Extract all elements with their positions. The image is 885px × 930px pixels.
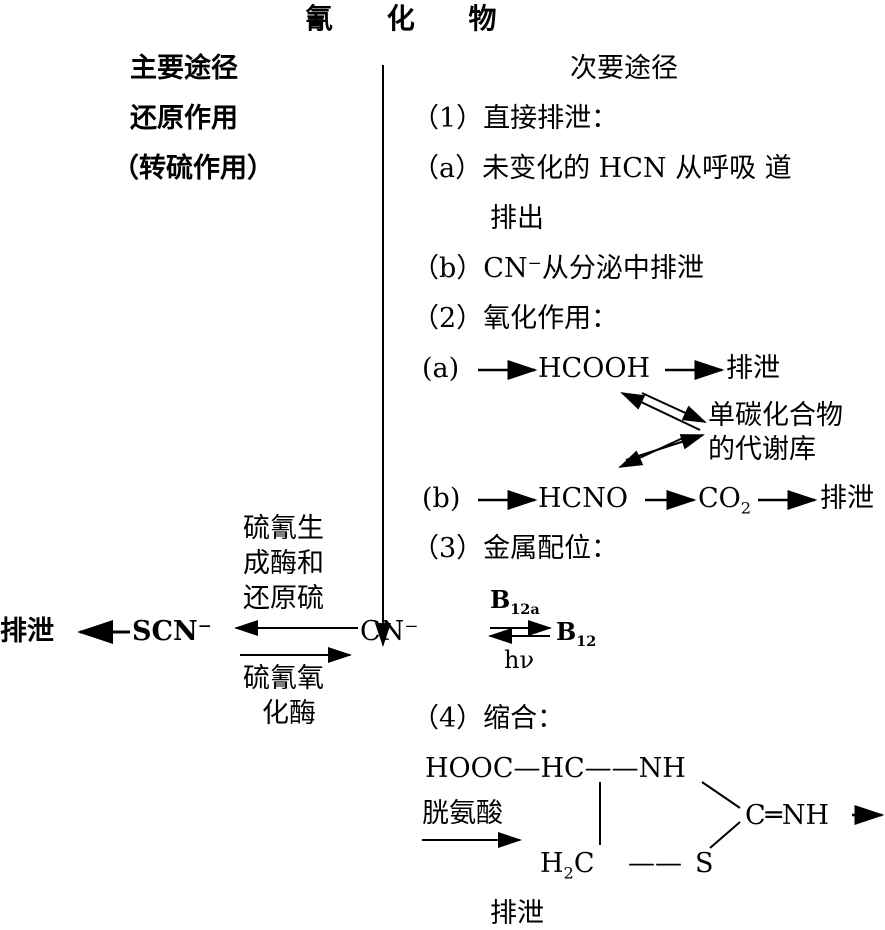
- co2-subscript: 2: [740, 498, 752, 518]
- nh-c-bond: [701, 781, 741, 809]
- hcooh-excrete: 排泄: [726, 353, 780, 384]
- step-2b-label: (b): [422, 483, 461, 514]
- b12a: B12a: [490, 588, 540, 617]
- hcooh-to-pool-arrow: [641, 392, 707, 423]
- h2c-s-bond: ——: [628, 848, 682, 879]
- pool-line2: 的代谢库: [708, 434, 816, 465]
- step-2a-label: (a): [422, 353, 460, 384]
- b12-subscript: 12: [576, 632, 597, 650]
- step-1: （1）直接排泄：: [412, 103, 619, 134]
- pool-to-hcooh-arrow: [620, 392, 701, 431]
- hooc-hc-nh: HOOC—HC——NH: [425, 753, 686, 784]
- h2c-subscript: 2: [563, 863, 574, 883]
- hv: hν: [504, 646, 535, 674]
- b12a-subscript: 12a: [510, 600, 540, 618]
- final-excrete: 排泄: [490, 898, 544, 929]
- enzyme-top-3: 还原硫: [243, 583, 324, 614]
- enzyme-top-2: 成酶和: [243, 548, 324, 579]
- co2: CO2: [698, 485, 751, 517]
- step-1a-cont: 排出: [490, 203, 544, 234]
- step-1b: （b）CN⁻从分泌中排泄: [412, 253, 704, 284]
- hcno: HCNO: [538, 483, 628, 514]
- b12-text: B: [556, 617, 577, 646]
- enzyme-bottom-2: 化酶: [262, 698, 316, 729]
- sulfur-atom: S: [695, 848, 714, 879]
- h2c-h: H: [540, 848, 564, 879]
- step-4: （4）缩合：: [412, 703, 565, 734]
- main-path-line1: 还原作用: [130, 103, 238, 134]
- title: 氰 化 物: [305, 2, 519, 35]
- scn-excrete: 排泄: [0, 616, 54, 647]
- h2c: H2C: [540, 850, 595, 882]
- c-nh: C═NH: [745, 800, 830, 831]
- h2c-c: C: [573, 848, 595, 879]
- cn: CN⁻: [360, 616, 419, 647]
- enzyme-bottom-1: 硫氰氧: [243, 663, 324, 694]
- main-path-line2: （转硫作用）: [112, 153, 274, 184]
- cystine: 胱氨酸: [422, 798, 503, 829]
- s-c-bond: [709, 821, 741, 849]
- step-2: （2）氧化作用：: [412, 303, 619, 334]
- main-path-heading: 主要途径: [130, 53, 238, 84]
- scn: SCN⁻: [132, 616, 212, 647]
- pool-to-hcno-arrow: [618, 436, 686, 468]
- b12a-text: B: [490, 585, 511, 614]
- b12: B12: [556, 620, 596, 649]
- step-1a: （a）未变化的 HCN 从呼吸 道: [412, 153, 792, 184]
- enzyme-top-1: 硫氰生: [243, 513, 324, 544]
- pool-line1: 单碳化合物: [708, 400, 843, 431]
- minor-path-heading: 次要途径: [570, 53, 678, 84]
- co2-text: CO: [698, 483, 741, 514]
- step-3: （3）金属配位：: [412, 533, 619, 564]
- hcooh: HCOOH: [538, 353, 651, 384]
- co2-excrete: 排泄: [820, 483, 874, 514]
